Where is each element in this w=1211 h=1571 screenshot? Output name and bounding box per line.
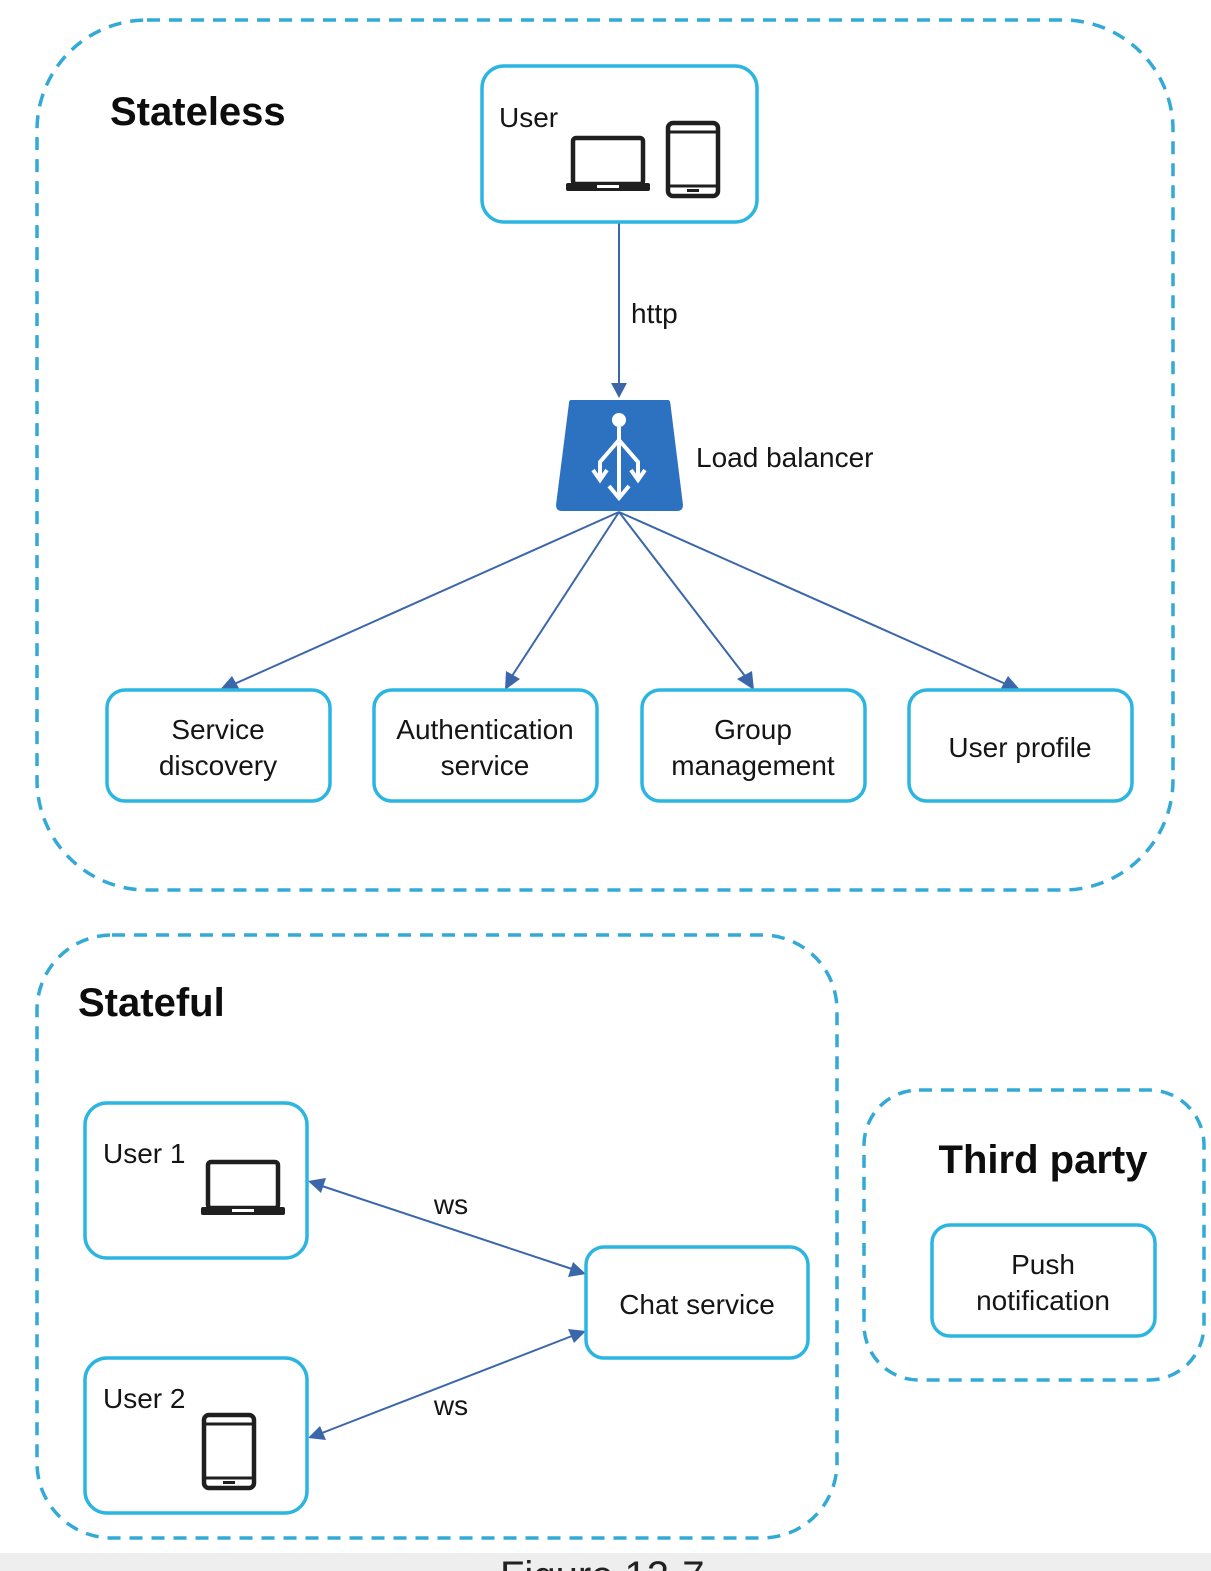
service-discovery-label-line2: discovery bbox=[159, 750, 277, 781]
stateful-zone-title: Stateful bbox=[78, 981, 225, 1025]
user-profile-node: User profile bbox=[907, 688, 1134, 803]
edge-lb-to-group-management bbox=[618, 511, 746, 677]
user-node: User bbox=[480, 64, 759, 224]
push-notification-node: Push notification bbox=[930, 1223, 1157, 1338]
load-balancer-node: Load balancer bbox=[556, 400, 873, 511]
arrowhead-chat-from-user1 bbox=[568, 1262, 586, 1277]
edge-ws-label-user1: ws bbox=[433, 1189, 468, 1220]
edges: http ws ws bbox=[218, 222, 1022, 1440]
tablet-icon bbox=[201, 1412, 257, 1491]
arrowhead-load-balancer bbox=[611, 383, 627, 398]
edge-ws-label-user2: ws bbox=[433, 1390, 468, 1421]
arrowhead-user1 bbox=[308, 1178, 326, 1193]
edge-user2-chat-service bbox=[321, 1335, 573, 1434]
arrowhead-chat-from-user2 bbox=[568, 1329, 586, 1343]
user-label: User bbox=[499, 102, 558, 133]
authentication-service-node: Authentication service bbox=[372, 688, 599, 803]
chat-service-node: Chat service bbox=[584, 1245, 810, 1360]
group-management-label-line2: management bbox=[671, 750, 835, 781]
caption-bar: Figure 12-7 bbox=[0, 1553, 1211, 1571]
stateless-zone bbox=[35, 18, 1175, 892]
third-party-zone-title: Third party bbox=[939, 1138, 1149, 1182]
edge-lb-to-service-discovery bbox=[231, 511, 620, 686]
stateless-zone-title: Stateless bbox=[110, 90, 286, 134]
laptop-icon bbox=[201, 1159, 285, 1215]
authentication-service-label-line1: Authentication bbox=[396, 714, 573, 745]
edge-lb-to-user-profile bbox=[618, 511, 1009, 686]
tablet-icon bbox=[665, 120, 721, 199]
arrowhead-user2 bbox=[308, 1426, 326, 1440]
load-balancer-icon bbox=[556, 400, 683, 511]
edge-user1-chat-service bbox=[321, 1185, 573, 1270]
edge-lb-to-authentication-service bbox=[511, 511, 620, 677]
user1-label: User 1 bbox=[103, 1138, 185, 1169]
user2-label: User 2 bbox=[103, 1383, 185, 1414]
service-discovery-node: Service discovery bbox=[105, 688, 332, 803]
user2-node: User 2 bbox=[83, 1356, 309, 1515]
authentication-service-label-line2: service bbox=[441, 750, 530, 781]
load-balancer-label: Load balancer bbox=[696, 442, 873, 473]
laptop-icon bbox=[566, 135, 650, 191]
group-management-node: Group management bbox=[640, 688, 867, 803]
arrowhead-authentication-service bbox=[505, 671, 520, 690]
group-management-label-line1: Group bbox=[714, 714, 792, 745]
chat-service-label: Chat service bbox=[619, 1289, 775, 1320]
user1-node: User 1 bbox=[83, 1101, 309, 1260]
user-profile-label: User profile bbox=[948, 732, 1091, 763]
stateful-zone bbox=[35, 933, 839, 1540]
third-party-zone bbox=[862, 1088, 1206, 1382]
arrowhead-service-discovery bbox=[218, 676, 240, 692]
arrowhead-group-management bbox=[737, 671, 754, 690]
service-discovery-label-line1: Service bbox=[171, 714, 264, 745]
figure-caption: Figure 12-7 bbox=[500, 1556, 705, 1571]
push-notification-label-line1: Push bbox=[1011, 1249, 1075, 1280]
edge-http-label: http bbox=[631, 298, 678, 329]
push-notification-label-line2: notification bbox=[976, 1285, 1110, 1316]
arrowhead-user-profile bbox=[1000, 676, 1022, 692]
